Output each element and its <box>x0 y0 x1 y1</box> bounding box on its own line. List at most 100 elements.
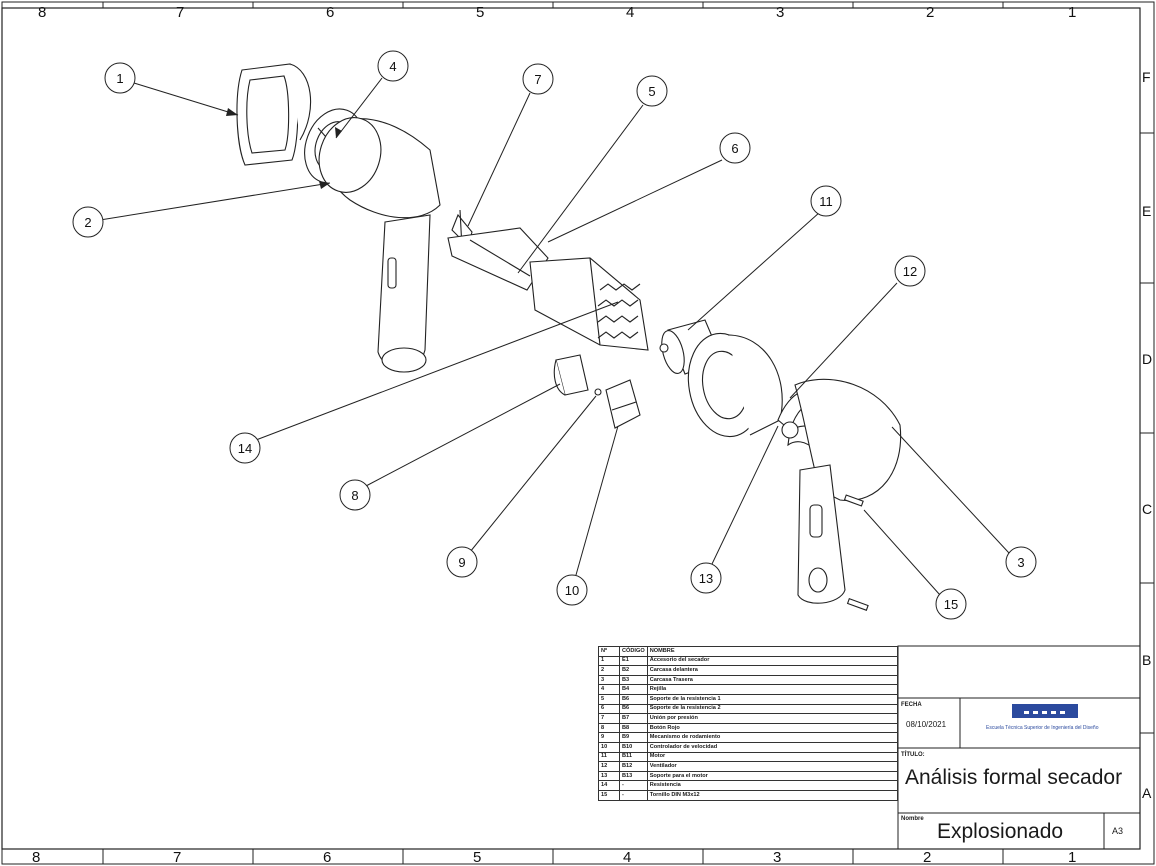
callout-number: 7 <box>534 72 541 87</box>
leader-lines <box>99 77 1010 596</box>
bom-cell: Ventilador <box>646 761 899 772</box>
col-label: 4 <box>626 4 634 21</box>
bom-header-cell: CÓDIGO <box>619 646 648 657</box>
title-block-frame <box>897 645 1141 850</box>
callout-number: 8 <box>351 488 358 503</box>
bom-cell: B11 <box>619 751 648 763</box>
part-screw <box>843 494 869 611</box>
part-resistance <box>529 257 649 351</box>
bom-cell: Accesorio del secador <box>646 655 899 667</box>
col-label: 3 <box>773 849 781 866</box>
part-speed-controller <box>605 379 641 429</box>
col-label: 5 <box>476 4 484 21</box>
bom-cell: Carcasa Trasera <box>646 674 899 686</box>
bom-cell: Botón Rojo <box>646 722 899 734</box>
bom-cell: - <box>619 789 648 801</box>
callout-number: 9 <box>458 555 465 570</box>
bom-cell: 14 <box>598 780 620 791</box>
part-red-button <box>553 354 589 396</box>
bom-cell: 3 <box>598 674 620 686</box>
bom-cell: - <box>619 780 648 791</box>
bom-cell: Soporte de la resistencia 2 <box>646 703 899 715</box>
bom-cell: 7 <box>598 713 620 724</box>
col-label: 6 <box>323 849 331 866</box>
col-label: 7 <box>176 4 184 21</box>
bom-cell: 1 <box>598 655 620 667</box>
grid-ticks <box>102 2 1154 864</box>
bom-cell: 5 <box>598 693 620 705</box>
bom-cell: B10 <box>619 741 648 753</box>
school-logo <box>1012 704 1078 718</box>
bom-cell: Motor <box>646 751 899 763</box>
bom-cell: B13 <box>619 770 648 782</box>
bom-cell: 2 <box>598 665 620 676</box>
bom-cell: 12 <box>598 761 620 772</box>
bom-row: 15-Tornillo DIN M3x12 <box>598 789 899 801</box>
bom-cell: 6 <box>598 703 620 715</box>
bom-cell: 15 <box>598 789 620 801</box>
bom-cell: Rejilla <box>646 684 899 695</box>
callout-number: 11 <box>819 194 833 209</box>
col-label: 1 <box>1068 4 1076 21</box>
callout-number: 10 <box>565 583 579 598</box>
part-motor-support <box>687 332 783 438</box>
col-label: 2 <box>923 849 931 866</box>
fecha-value: 08/10/2021 <box>906 720 947 729</box>
grid-numbers-top: 8 7 6 5 4 3 2 1 <box>38 4 1076 21</box>
callout-number: 6 <box>731 141 738 156</box>
callout-number: 15 <box>944 597 958 612</box>
bom-cell: 11 <box>598 751 620 763</box>
bom-cell: Controlador de velocidad <box>646 741 899 753</box>
col-label: 8 <box>32 849 40 866</box>
col-label: 1 <box>1068 849 1076 866</box>
bom-cell: E1 <box>619 655 648 667</box>
col-label: 7 <box>173 849 181 866</box>
row-label: C <box>1142 501 1152 517</box>
part-rear-housing <box>794 378 902 604</box>
bom-header-cell: NOMBRE <box>646 646 899 657</box>
bom-cell: B6 <box>619 703 648 715</box>
part-accessory <box>236 63 312 166</box>
col-label: 8 <box>38 4 46 21</box>
exploded-parts <box>236 63 902 611</box>
grid-numbers-bottom: 8 7 6 5 4 3 2 1 <box>32 849 1076 866</box>
grid-letters: F E D C B A <box>1142 69 1152 801</box>
bom-cell: Soporte para el motor <box>646 770 899 782</box>
bom-cell: 10 <box>598 741 620 753</box>
callout-number: 12 <box>903 264 917 279</box>
bom-cell: B7 <box>619 713 648 724</box>
bom-cell: B8 <box>619 722 648 734</box>
bom-cell: Soporte de la resistencia 1 <box>646 693 899 705</box>
bom-cell: 4 <box>598 684 620 695</box>
bom-cell: Tornillo DIN M3x12 <box>646 789 899 801</box>
titulo-label: TÍTULO: <box>901 752 925 758</box>
callout-number: 5 <box>648 84 655 99</box>
bom-cell: B9 <box>619 732 648 743</box>
school-name: Escuela Técnica Superior de Ingeniería d… <box>986 725 1099 731</box>
col-label: 2 <box>926 4 934 21</box>
part-bearing <box>594 388 602 396</box>
sheet-format: A3 <box>1112 826 1124 836</box>
bom-cell: Resistencia <box>646 780 899 791</box>
part-front-housing <box>318 117 441 373</box>
bom-cell: B3 <box>619 674 648 686</box>
bom-cell: B2 <box>619 665 648 676</box>
drawing-name: Explosionado <box>937 820 1064 843</box>
bom-cell: B4 <box>619 684 648 695</box>
bom-row: 14-Resistencia <box>598 780 899 791</box>
bom-cell: Mecanismo de rodamiento <box>646 732 899 743</box>
